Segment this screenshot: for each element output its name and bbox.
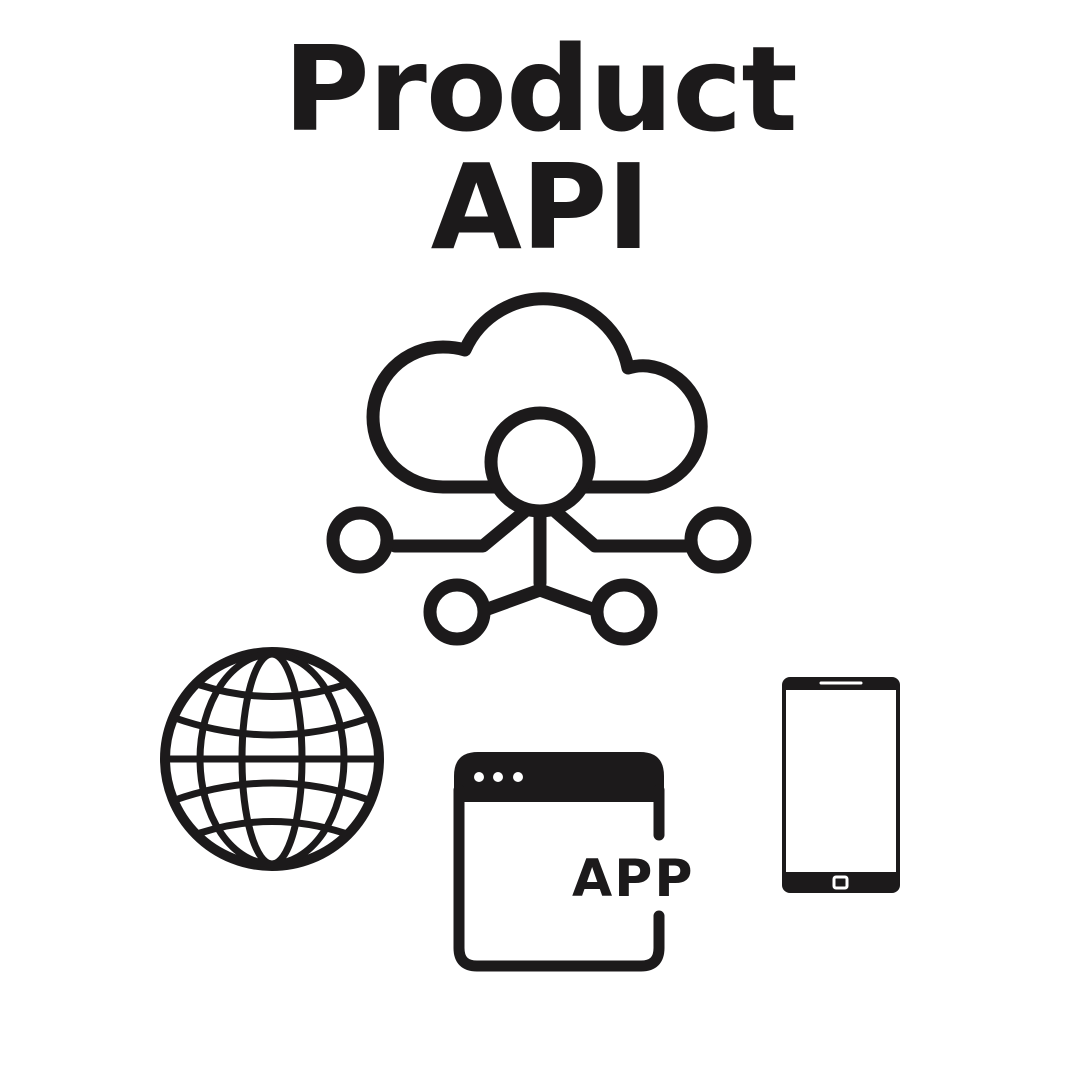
title-line-product: Product bbox=[283, 20, 798, 158]
app-label: APP bbox=[572, 849, 694, 909]
title-line-api: API bbox=[430, 138, 651, 276]
